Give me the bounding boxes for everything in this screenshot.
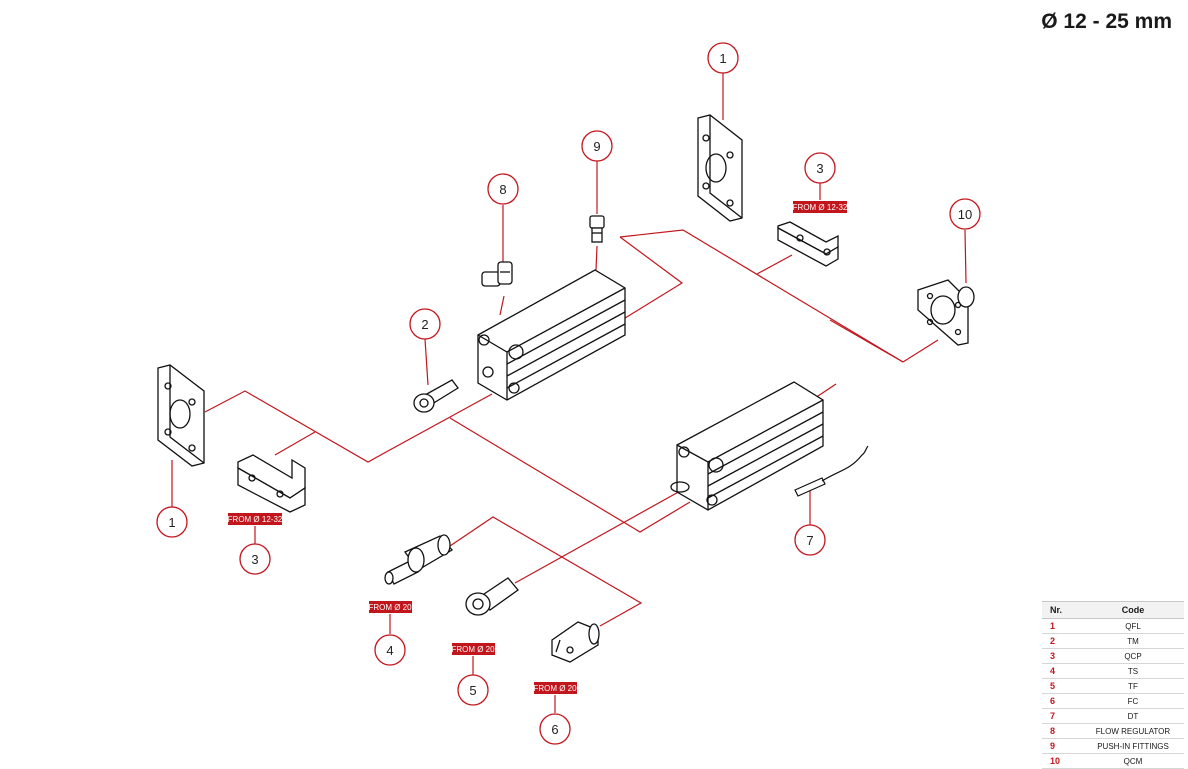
size-tag-bracket-left: FROM Ø 12-32 [228,513,283,525]
legend-nr: 9 [1042,738,1082,754]
legend-header-code: Code [1082,601,1184,619]
legend-code: QFL [1082,618,1184,634]
svg-text:8: 8 [499,182,506,197]
connector-lines [204,229,939,627]
part-rod-eye-5 [465,577,519,616]
part-rod-end-4 [384,534,453,585]
part-mounting-plate-10 [917,279,975,346]
callout-6: 6 [539,713,571,745]
legend-header-row: Nr. Code [1042,601,1184,619]
legend-nr: 6 [1042,693,1082,709]
size-tag-bracket-top: FROM Ø 12-32 [793,201,848,213]
callout-1-top: 1 [707,42,739,74]
svg-text:FROM Ø 12-32: FROM Ø 12-32 [793,203,848,212]
legend-code: DT [1082,708,1184,724]
legend-nr: 10 [1042,753,1082,769]
page-title: Ø 12 - 25 mm [1041,10,1172,33]
svg-text:3: 3 [251,552,258,567]
legend-nr: 2 [1042,633,1082,649]
svg-text:3: 3 [816,161,823,176]
svg-text:9: 9 [593,139,600,154]
legend-code: PUSH-IN FITTINGS [1082,738,1184,754]
legend-code: QCM [1082,753,1184,769]
legend-code: FLOW REGULATOR [1082,723,1184,739]
callout-1-left: 1 [156,506,188,538]
callout-8: 8 [487,173,519,205]
legend-header-nr: Nr. [1042,601,1082,619]
svg-text:5: 5 [469,683,476,698]
part-bracket-left [237,454,306,513]
callout-3-left: 3 [239,543,271,575]
callout-leaders [171,73,967,713]
legend-nr: 8 [1042,723,1082,739]
callout-9: 9 [581,130,613,162]
part-flow-regulator [481,261,513,287]
part-clevis-6 [551,621,600,663]
size-tag-5: FROM Ø 20 [451,643,495,655]
legend-nr: 7 [1042,708,1082,724]
size-tags: FROM Ø 12-32 FROM Ø 12-32 FROM Ø 20 FROM… [228,201,848,694]
legend-code: TM [1082,633,1184,649]
svg-text:6: 6 [551,722,558,737]
callout-5: 5 [457,674,489,706]
part-flange-left [157,364,205,467]
svg-text:2: 2 [421,317,428,332]
size-tag-6: FROM Ø 20 [533,682,577,694]
legend-code: TS [1082,663,1184,679]
svg-text:FROM Ø 20: FROM Ø 20 [368,603,412,612]
part-flange-top [697,114,743,222]
legend-nr: 3 [1042,648,1082,664]
size-tag-4: FROM Ø 20 [368,601,412,613]
callout-4: 4 [374,634,406,666]
legend-code: TF [1082,678,1184,694]
part-cylinder-bottom [670,381,824,511]
svg-text:4: 4 [386,643,393,658]
legend-nr: 5 [1042,678,1082,694]
callout-2: 2 [409,308,441,340]
callout-7: 7 [794,524,826,556]
legend-code: FC [1082,693,1184,709]
legend-nr: 1 [1042,618,1082,634]
part-bracket-top [777,221,839,267]
svg-text:1: 1 [168,515,175,530]
callout-3-top: 3 [804,152,836,184]
legend-code: QCP [1082,648,1184,664]
part-push-in-fitting [589,215,605,243]
callouts: 1 1 2 3 3 4 5 6 7 8 9 10 [156,42,981,745]
callout-10: 10 [949,198,981,230]
svg-text:FROM Ø 12-32: FROM Ø 12-32 [228,515,283,524]
part-cylinder-top [477,269,626,401]
svg-text:FROM Ø 20: FROM Ø 20 [451,645,495,654]
part-sensor [794,445,869,497]
part-rod-eye-2 [413,379,459,413]
svg-text:10: 10 [958,207,972,222]
svg-text:1: 1 [719,51,726,66]
svg-text:7: 7 [806,533,813,548]
legend-nr: 4 [1042,663,1082,679]
svg-text:FROM Ø 20: FROM Ø 20 [533,684,577,693]
